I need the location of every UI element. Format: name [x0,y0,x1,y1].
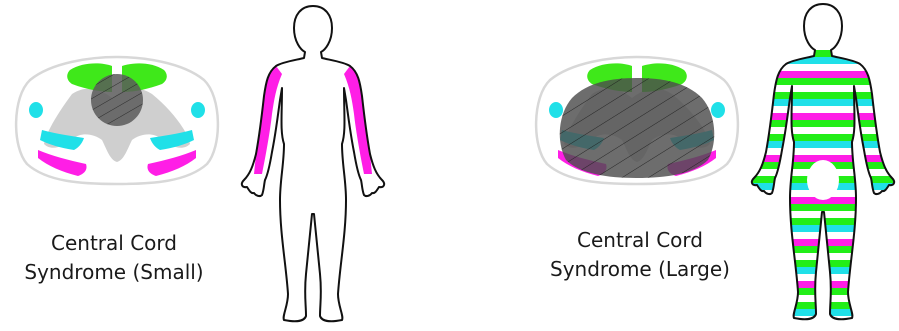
panel-small-lesion: Central Cord Syndrome (Small) [0,0,440,331]
sensory-tract-right-dot [191,102,205,118]
deficit-stripe [748,232,898,239]
deficit-stripe [748,64,898,71]
striped-deficit-fill [748,46,898,330]
central-lesion-hatch [91,74,143,126]
deficit-stripe [748,99,898,106]
deficit-stripe [748,302,898,309]
body-diagram-large [748,2,898,328]
sacral-sparing-area [807,160,839,200]
deficit-stripe [748,71,898,78]
spinal-cord-cross-section-small [12,52,222,188]
panel-large-lesion: Central Cord Syndrome (Large) [520,0,899,331]
deficit-stripe [748,246,898,253]
caption-line-1: Central Cord [4,229,224,258]
deficit-stripe [748,281,898,288]
deficit-stripe [748,204,898,211]
caption-line-2: Syndrome (Small) [4,258,224,287]
deficit-stripe [748,267,898,274]
caption-line-2: Syndrome (Large) [526,255,754,284]
deficit-stripe [748,288,898,295]
spinal-cord-cross-section-large [532,52,742,188]
central-lesion-hatch [560,78,715,178]
caption-small: Central Cord Syndrome (Small) [4,229,224,287]
sensory-tract-left-dot [29,102,43,118]
sensory-tract-right-dot [711,102,725,118]
deficit-stripe [748,225,898,232]
deficit-stripe [748,253,898,260]
deficit-stripe [748,260,898,267]
deficit-stripe [748,218,898,225]
deficit-stripe [748,274,898,281]
deficit-stripe [748,50,898,57]
deficit-stripe [748,106,898,113]
deficit-stripe [748,239,898,246]
deficit-stripe [748,134,898,141]
deficit-stripe [748,85,898,92]
deficit-stripe [748,141,898,148]
deficit-stripe [748,316,898,323]
deficit-stripe [748,295,898,302]
body-diagram-small [238,4,388,326]
deficit-stripe [748,78,898,85]
deficit-stripe [748,92,898,99]
caption-large: Central Cord Syndrome (Large) [526,226,754,284]
sensory-tract-left-dot [549,102,563,118]
deficit-stripe [748,309,898,316]
caption-line-1: Central Cord [526,226,754,255]
deficit-stripe [748,57,898,64]
deficit-stripe [748,323,898,330]
deficit-stripe [748,148,898,155]
